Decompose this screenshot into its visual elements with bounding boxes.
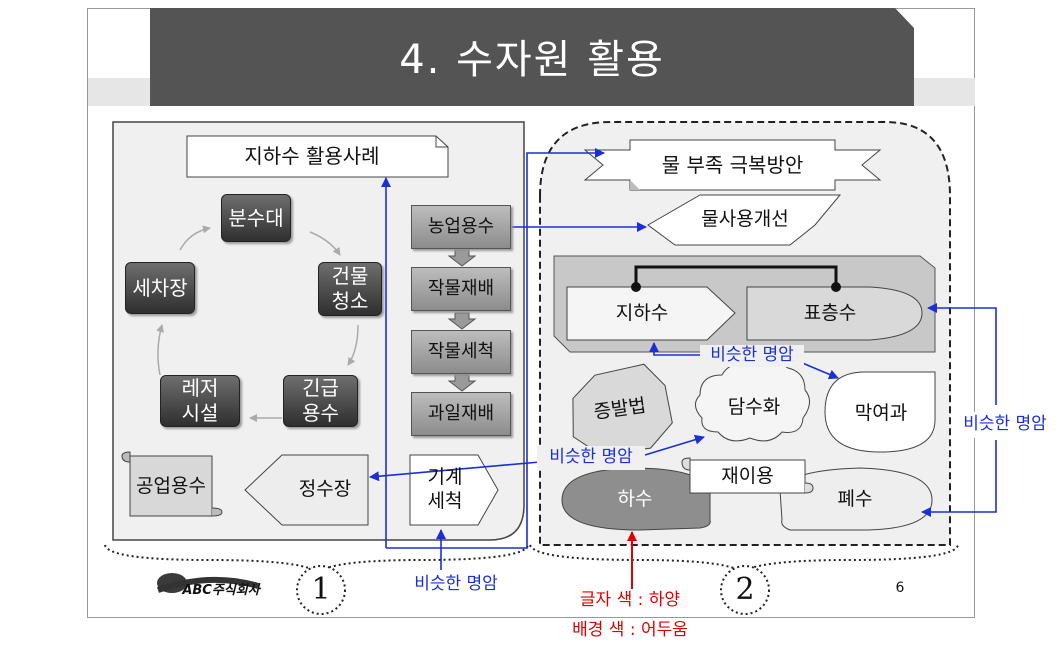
membrane-filtration-label: 막여과 [854, 402, 908, 425]
cycle-car-wash: 세차장 [125, 262, 195, 314]
desalination-label: 담수화 [727, 395, 781, 418]
wastewater-label: 폐수 [837, 488, 873, 511]
cycle-building-cleaning: 건물 청소 [318, 262, 382, 316]
water-use-improvement: 물사용개선 [701, 208, 789, 231]
note-background-dark: 배경 색 : 어두움 [572, 620, 688, 641]
flow-crop-washing: 작물세척 [411, 330, 511, 374]
cycle-emergency-water: 긴급 용수 [283, 375, 358, 427]
note-similar-contrast-water: 비슷한 명암 [700, 345, 804, 367]
marker-two: 2 [735, 572, 755, 608]
industrial-water-scroll: 공업용수 [136, 475, 206, 498]
page-number: 6 [895, 580, 905, 597]
groundwater-cases-heading: 지하수 활용사례 [244, 144, 380, 168]
machine-washing: 기계 세척 [427, 466, 463, 512]
company-logo-text: ABC주식회사 [182, 582, 260, 598]
sewage-label: 하수 [617, 488, 653, 511]
surface-water-label: 표층수 [803, 301, 857, 324]
groundwater-label: 지하수 [615, 301, 669, 324]
cycle-fountain: 분수대 [221, 194, 291, 242]
note-text-color-white: 글자 색 : 하양 [555, 589, 705, 613]
note-similar-contrast-cloud: 비슷한 명암 [537, 446, 645, 470]
marker-one: 1 [311, 572, 331, 608]
slide-title: 4. 수자원 활용 [399, 37, 665, 83]
flow-crop-cultivation: 작물재배 [411, 267, 511, 311]
reuse-label: 재이용 [721, 465, 774, 488]
flow-fruit-cultivation: 과일재배 [411, 392, 511, 436]
water-shortage-heading: 물 부족 극복방안 [661, 152, 804, 177]
water-purification-plant: 정수장 [298, 478, 352, 501]
cycle-leisure-facility: 레저 시설 [160, 375, 240, 427]
flow-agricultural-water: 농업용수 [411, 205, 511, 249]
note-similar-contrast-side: 비슷한 명암 [952, 412, 1058, 438]
note-similar-contrast-heading: 비슷한 명암 [396, 572, 516, 598]
